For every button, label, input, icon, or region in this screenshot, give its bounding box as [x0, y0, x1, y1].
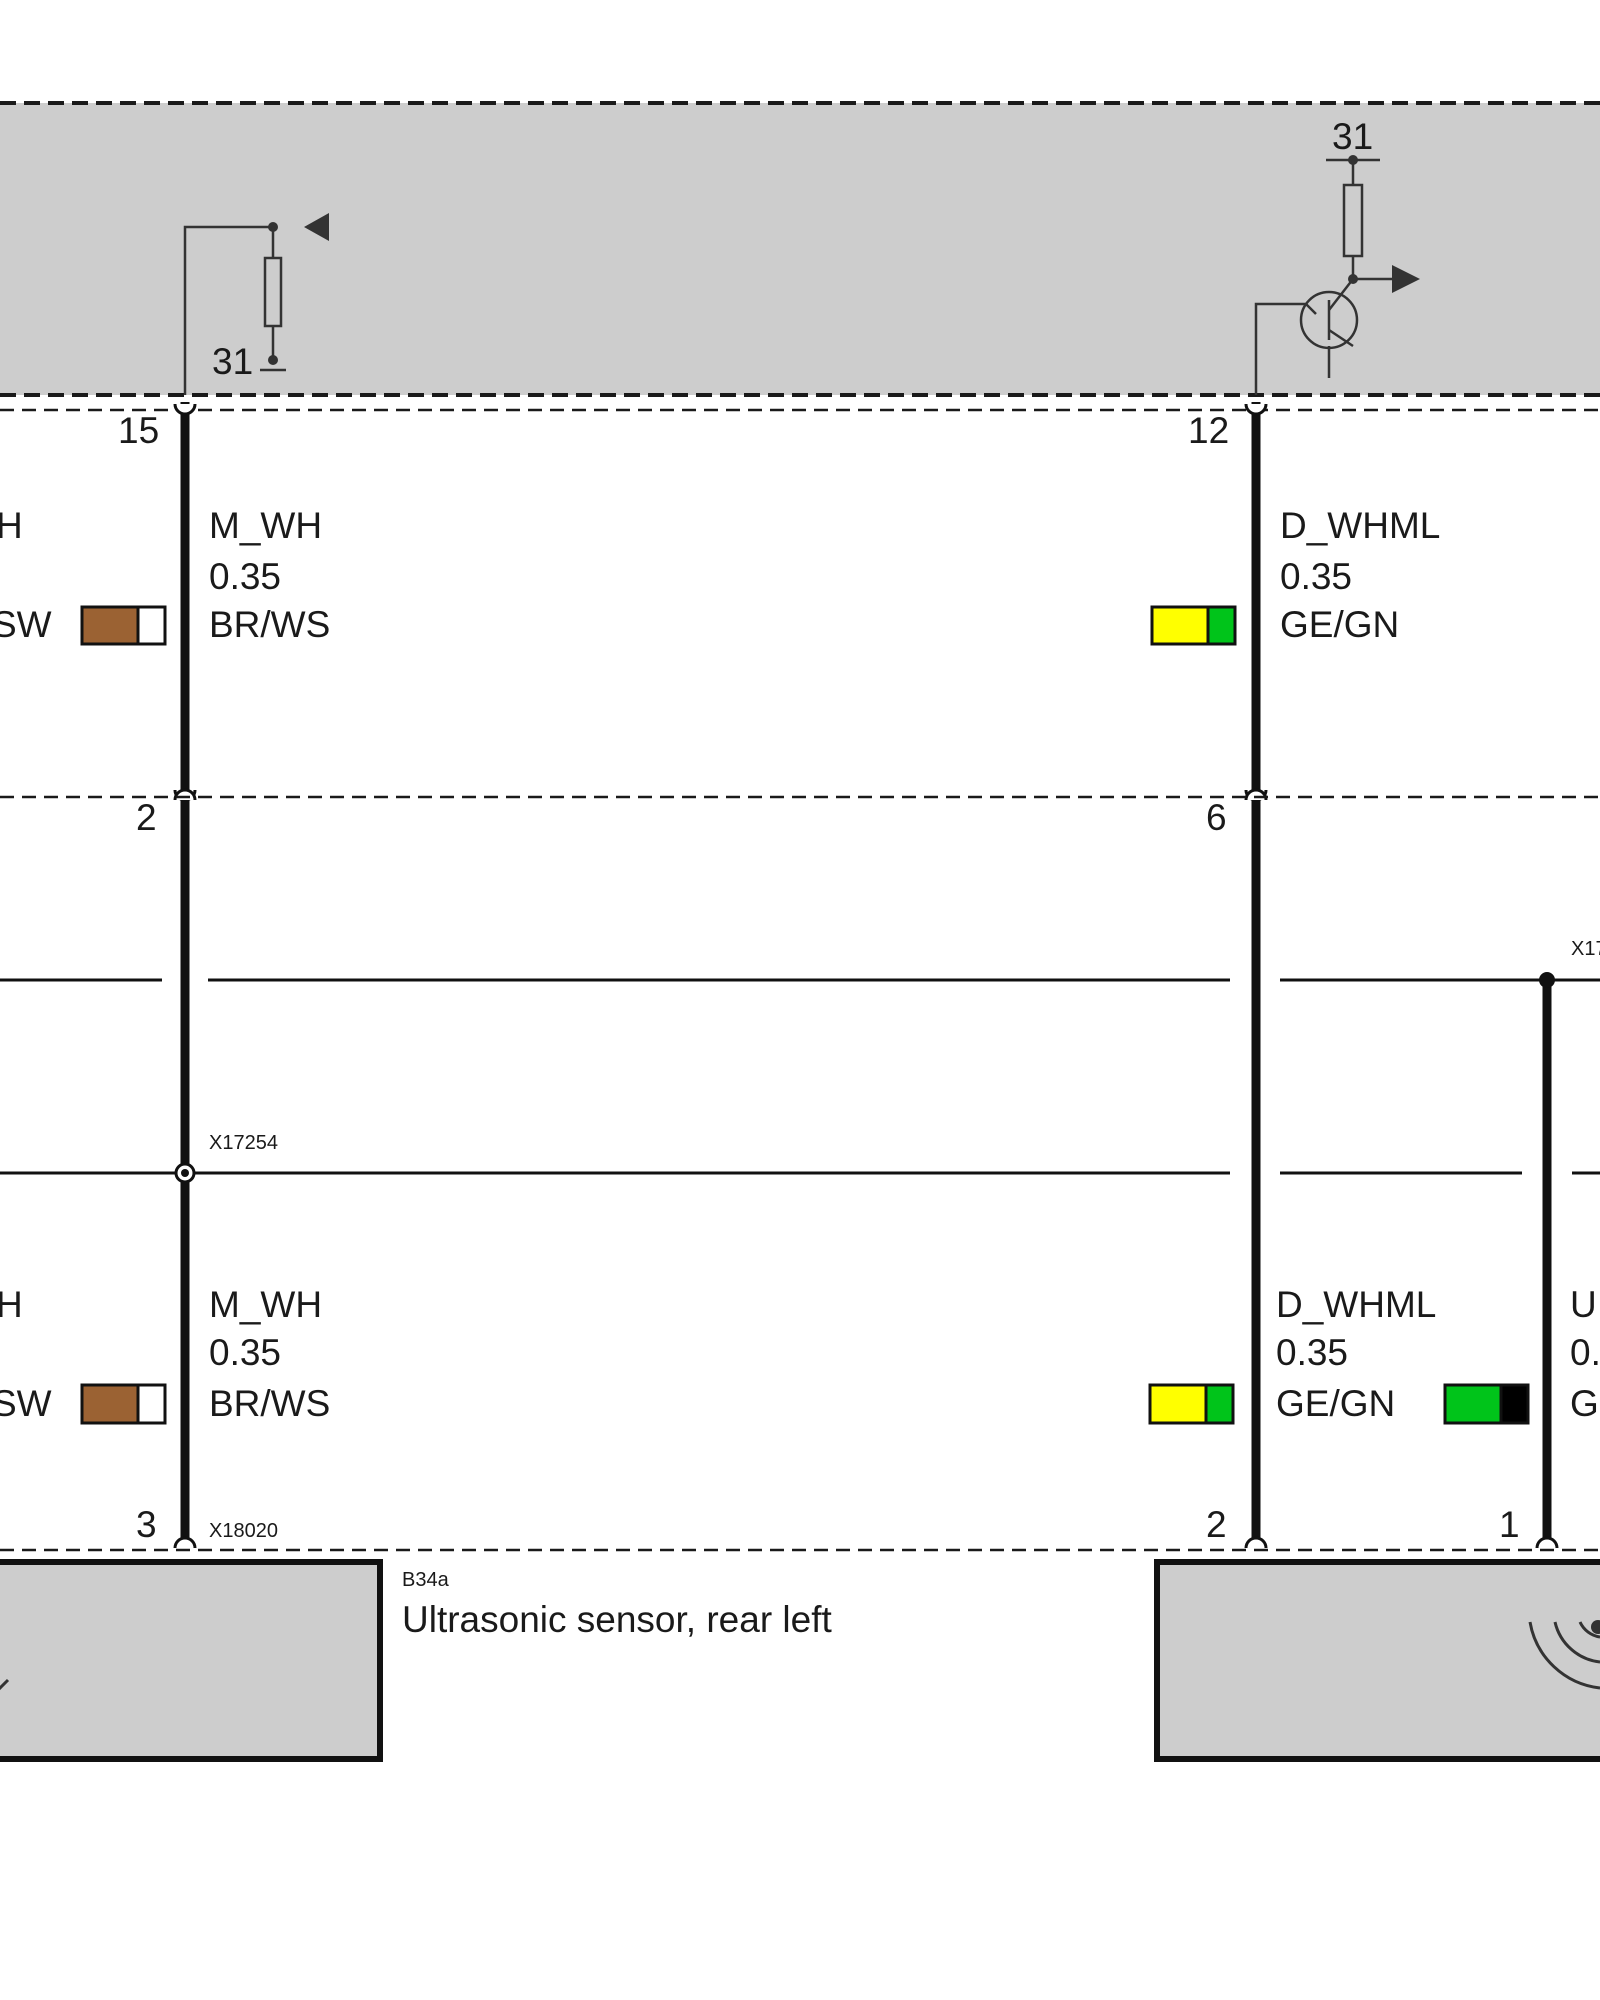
- ultrasonic-waves-icon: [1528, 1620, 1600, 1690]
- control-module-body: [0, 103, 1600, 395]
- sensor-box-right: [1154, 1559, 1600, 1762]
- wire-label-color: SW: [0, 1383, 52, 1424]
- pin-cap: [173, 1536, 197, 1549]
- wire-label-size: 0.35: [209, 556, 281, 597]
- ground-label-left: 31: [212, 341, 253, 382]
- arrow-right-icon: [1392, 265, 1420, 293]
- wire-label-size: 0.35: [1276, 1332, 1348, 1373]
- sensor-box-left: [0, 1559, 383, 1762]
- pin-number: 1: [1499, 1504, 1520, 1545]
- pin-number: 15: [118, 410, 159, 451]
- pull-down-resistor-circuit: 31: [183, 213, 329, 395]
- pin-number: 3: [136, 1504, 157, 1545]
- wire-label-size: 0.35: [1280, 556, 1352, 597]
- component-code: B34a: [402, 1569, 450, 1591]
- swatch-br-ws-lower: [80, 1383, 167, 1425]
- wire-label-color: GE/GN: [1276, 1383, 1395, 1424]
- wire-label-name: H: [0, 1284, 23, 1325]
- splice-node-right: [1539, 972, 1555, 988]
- wire-label-name: U: [1570, 1284, 1597, 1325]
- pin-cap: [173, 403, 197, 416]
- transistor-output-circuit: 31: [1254, 116, 1420, 395]
- pin-cap: [1535, 1536, 1559, 1549]
- pin-cap: [1244, 403, 1268, 416]
- wire-label-name: H: [0, 505, 23, 546]
- wire-label-size: 0.35: [209, 1332, 281, 1373]
- pin-number: 6: [1206, 797, 1227, 838]
- pin-number: 2: [136, 797, 157, 838]
- wire-label-color: SW: [0, 604, 52, 645]
- swatch-br-ws-upper: [80, 605, 167, 646]
- swatch-gn-sw-lower: [1443, 1383, 1530, 1425]
- wire-label-color: GE/GN: [1280, 604, 1399, 645]
- pin-cap: [173, 788, 197, 801]
- splice-label: X17254: [209, 1132, 278, 1154]
- wire-label-color: BR/WS: [209, 604, 330, 645]
- pin-number: 12: [1188, 410, 1229, 451]
- wire-label-name: M_WH: [209, 1284, 322, 1325]
- ground-label-right: 31: [1332, 116, 1373, 157]
- splice-label: X17: [1571, 938, 1600, 960]
- wire-label-color: BR/WS: [209, 1383, 330, 1424]
- connector-label: X18020: [209, 1520, 278, 1542]
- wire-label-name: D_WHML: [1280, 505, 1440, 546]
- wire-label-name: D_WHML: [1276, 1284, 1436, 1325]
- arrow-left-icon: [304, 213, 329, 241]
- wire-label-color: G: [1570, 1383, 1599, 1424]
- pin-cap: [1244, 788, 1268, 801]
- wire-label-size: 0.: [1570, 1332, 1600, 1373]
- swatch-ge-gn-upper: [1150, 605, 1237, 646]
- pin-cap: [1244, 1536, 1268, 1549]
- pin-number: 2: [1206, 1504, 1227, 1545]
- swatch-ge-gn-lower: [1148, 1383, 1235, 1425]
- wire-label-name: M_WH: [209, 505, 322, 546]
- component-name: Ultrasonic sensor, rear left: [402, 1599, 833, 1640]
